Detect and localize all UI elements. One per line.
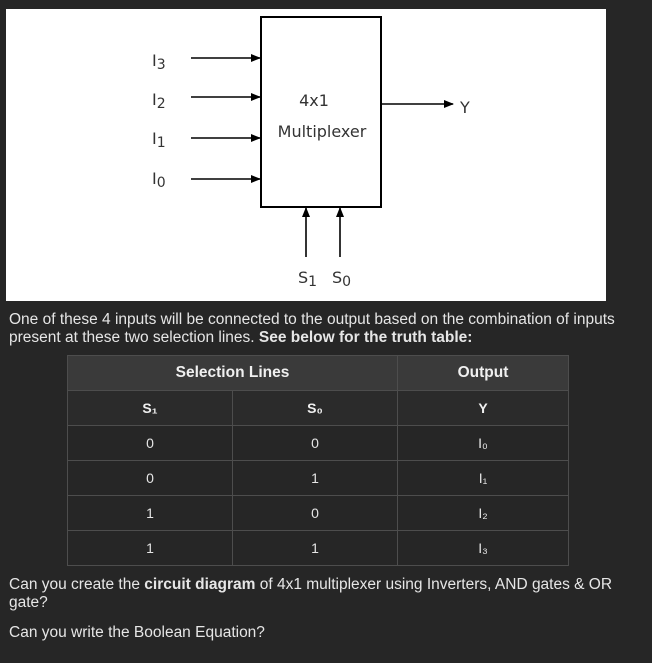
input-label-i1: I1 [152, 129, 166, 151]
block-label-name: Multiplexer [278, 122, 367, 141]
header-selection-lines: Selection Lines [67, 355, 398, 391]
table-row: 1 1 I₃ [67, 530, 569, 566]
question1-text-after: of 4x1 multiplexer using Inverters, AND … [9, 576, 613, 611]
output-label: Y [459, 98, 470, 117]
column-header-s0: S₀ [232, 390, 398, 426]
multiplexer-block [260, 16, 382, 208]
cell-y: I₀ [397, 425, 569, 461]
input-label-i3: I3 [152, 51, 166, 73]
column-header-y: Y [397, 390, 569, 426]
input-label-i2: I2 [152, 90, 166, 112]
cell-y: I₃ [397, 530, 569, 566]
question-circuit-diagram: Can you create the circuit diagram of 4x… [9, 576, 639, 612]
table-row: 0 0 I₀ [67, 425, 569, 461]
question1-text-before: Can you create the [9, 576, 145, 593]
cell-s1: 1 [67, 495, 233, 531]
cell-s1: 0 [67, 460, 233, 496]
cell-y: I₁ [397, 460, 569, 496]
table-row: 1 0 I₂ [67, 495, 569, 531]
table-row: 0 1 I₁ [67, 460, 569, 496]
truth-table: Selection Lines Output S₁ S₀ Y 0 0 I₀ 0 … [67, 355, 569, 566]
cell-s1: 0 [67, 425, 233, 461]
truth-table-column-header-row: S₁ S₀ Y [67, 390, 569, 426]
select-label-s1: S1 [298, 268, 317, 290]
column-header-s1: S₁ [67, 390, 233, 426]
cell-y: I₂ [397, 495, 569, 531]
question-boolean-equation: Can you write the Boolean Equation? [9, 624, 265, 641]
multiplexer-diagram-svg: I3 I2 I1 I0 4x1 Multiplexer Y S1 S0 [152, 16, 470, 290]
cell-s0: 1 [232, 460, 398, 496]
question1-bold-text: circuit diagram [144, 576, 256, 593]
multiplexer-diagram: I3 I2 I1 I0 4x1 Multiplexer Y S1 S0 [6, 9, 606, 301]
header-output: Output [397, 355, 569, 391]
select-label-s0: S0 [332, 268, 351, 290]
cell-s0: 0 [232, 495, 398, 531]
truth-table-group-header-row: Selection Lines Output [67, 355, 569, 391]
intro-paragraph: One of these 4 inputs will be connected … [9, 311, 639, 347]
cell-s1: 1 [67, 530, 233, 566]
input-label-i0: I0 [152, 169, 166, 191]
intro-text: One of these 4 inputs will be connected … [9, 311, 615, 346]
block-label-size: 4x1 [299, 91, 329, 110]
cell-s0: 0 [232, 425, 398, 461]
intro-bold-text: See below for the truth table: [258, 329, 473, 346]
cell-s0: 1 [232, 530, 398, 566]
